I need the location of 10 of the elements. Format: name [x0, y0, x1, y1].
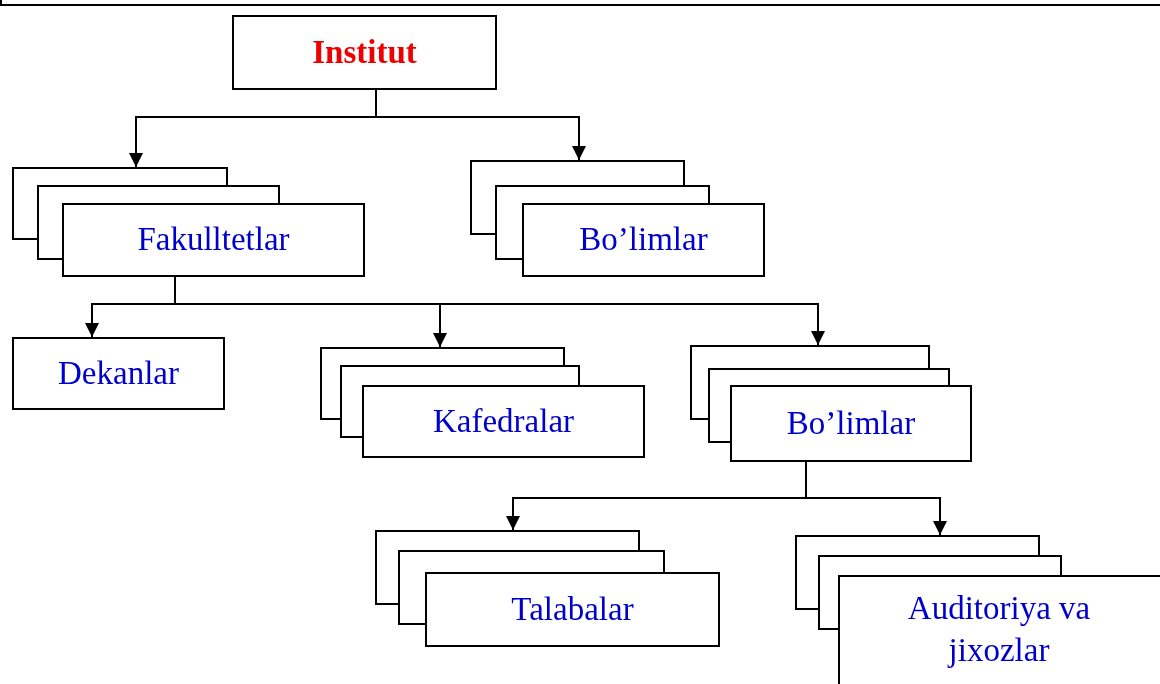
box-label: Bo’limlar: [579, 220, 708, 260]
box-label: Fakulltetlar: [137, 220, 290, 260]
connector-arrow: [375, 89, 586, 161]
box-label: Bo’limlar: [786, 403, 916, 443]
connector-arrow: [805, 461, 947, 536]
box-label: Talabalar: [511, 589, 634, 629]
box-label: Kafedralar: [432, 401, 575, 441]
box-label: Dekanlar: [58, 353, 179, 393]
box-label: Auditoriya va jixozlar: [906, 589, 1092, 670]
box-label: Institut: [312, 32, 417, 72]
